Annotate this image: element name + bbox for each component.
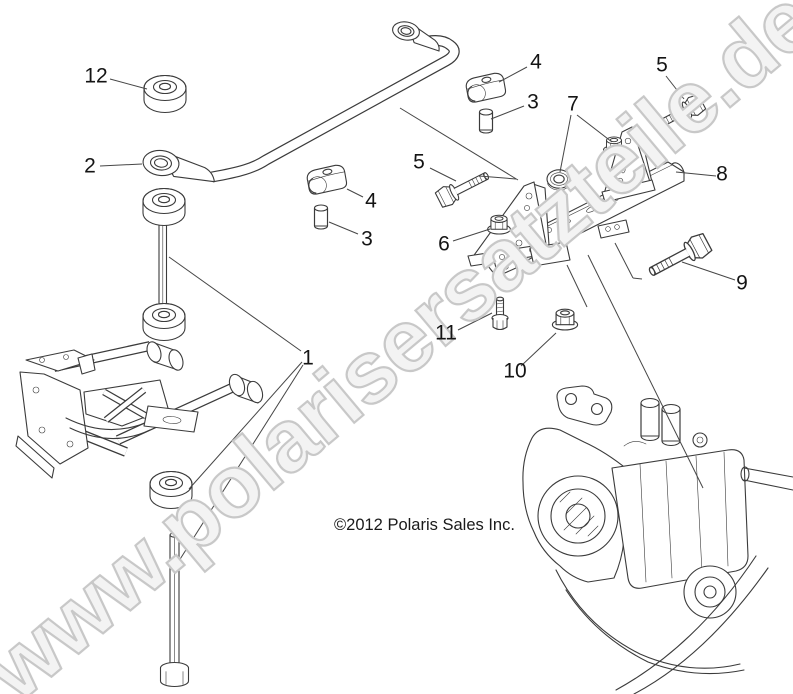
callout-5: 5: [413, 150, 425, 174]
leader-line-3: [328, 221, 359, 235]
callout-1: 1: [302, 346, 314, 370]
assembly-line: [399, 107, 519, 181]
swaybar-left-eye: [142, 149, 215, 183]
leader-line-7: [559, 114, 572, 173]
callout-8: 8: [716, 162, 728, 186]
callout-4: 4: [530, 50, 542, 74]
spacer-lower: [313, 204, 329, 230]
leader-line-12: [109, 78, 148, 90]
stabilizer-link: [142, 187, 186, 342]
clamp-upper: [464, 71, 508, 104]
gearcase: [522, 385, 793, 694]
leader-line-9: [681, 261, 736, 281]
leader-line-11: [457, 312, 493, 331]
bolt-11: [491, 296, 509, 331]
callout-4: 4: [365, 189, 377, 213]
callout-3: 3: [361, 227, 373, 251]
assembly-line: [478, 175, 517, 180]
crossmember-bracket: [467, 126, 685, 277]
leader-line-1: [188, 361, 303, 490]
leader-line-1: [168, 256, 302, 352]
bolt-9: [644, 230, 714, 284]
leader-line-7: [576, 114, 613, 143]
stabilizer-bar: [142, 21, 460, 183]
callout-5: 5: [656, 53, 668, 77]
assembly-line: [632, 277, 643, 280]
callout-3: 3: [527, 90, 539, 114]
leader-line-4: [498, 66, 528, 83]
leader-line-2: [99, 163, 143, 167]
long-bolt: [159, 532, 190, 688]
nut-10: [551, 308, 579, 331]
callout-11: 11: [435, 321, 457, 345]
callout-9: 9: [736, 271, 748, 295]
washer-7: [546, 169, 572, 191]
copyright-text: ©2012 Polaris Sales Inc.: [334, 516, 515, 534]
callout-6: 6: [438, 232, 450, 256]
spacer-upper: [478, 108, 494, 134]
callout-7: 7: [567, 92, 579, 116]
leader-line-4: [346, 188, 364, 198]
callout-2: 2: [84, 154, 96, 178]
leader-line-10: [520, 332, 557, 367]
assembly-line: [587, 254, 704, 489]
leader-line-3: [490, 105, 525, 120]
leader-line-5: [665, 75, 685, 100]
clamp-lower: [305, 163, 349, 196]
bolt-5-left: [433, 165, 493, 210]
assembly-line: [614, 242, 634, 279]
callout-12: 12: [84, 64, 108, 88]
leader-line-6: [452, 228, 491, 242]
leader-lines: [99, 66, 736, 565]
bushing-12: [143, 74, 187, 114]
callout-10: 10: [503, 359, 527, 383]
leader-line-5: [429, 167, 457, 182]
control-arm: [15, 341, 264, 479]
leader-line-1: [176, 364, 304, 565]
assembly-line: [566, 264, 588, 308]
swaybar-right-eye: [392, 21, 440, 52]
leader-line-8: [675, 171, 717, 177]
